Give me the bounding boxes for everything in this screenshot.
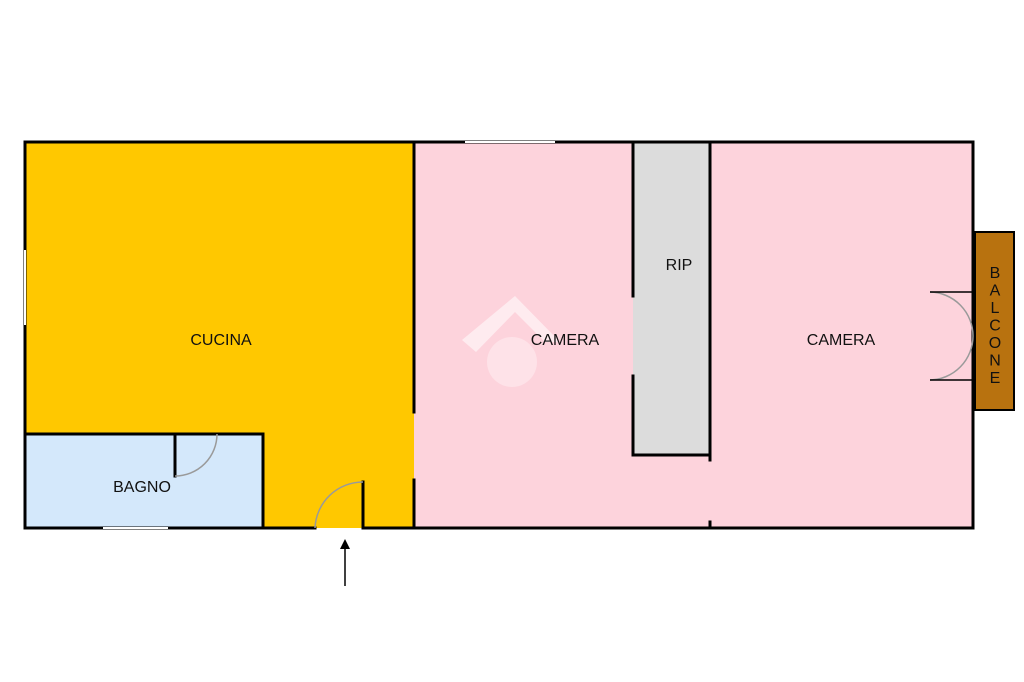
label-bagno: BAGNO bbox=[113, 479, 171, 496]
balcone-letter: C bbox=[989, 318, 1001, 335]
watermark-overlay bbox=[462, 296, 560, 387]
label-camera-2: CAMERA bbox=[807, 332, 876, 349]
windows bbox=[24, 141, 555, 529]
door-swings bbox=[174, 291, 974, 529]
balcone-letter: E bbox=[990, 370, 1001, 387]
balcone-letter: B bbox=[990, 265, 1001, 282]
room-camera-2 bbox=[710, 142, 973, 528]
room-rip bbox=[633, 142, 710, 455]
balcone-letter: O bbox=[989, 335, 1001, 352]
room-balcone bbox=[974, 231, 1015, 411]
room-bagno bbox=[25, 434, 263, 528]
label-rip: RIP bbox=[666, 257, 693, 274]
balcone-letter: N bbox=[989, 353, 1001, 370]
label-cucina: CUCINA bbox=[190, 332, 252, 349]
entrance-arrow-icon bbox=[340, 539, 350, 586]
balcone-door-leaves bbox=[930, 291, 973, 381]
balcone-letter: A bbox=[990, 283, 1001, 300]
label-camera-1: CAMERA bbox=[531, 332, 600, 349]
balcone-letter: L bbox=[991, 300, 1000, 317]
